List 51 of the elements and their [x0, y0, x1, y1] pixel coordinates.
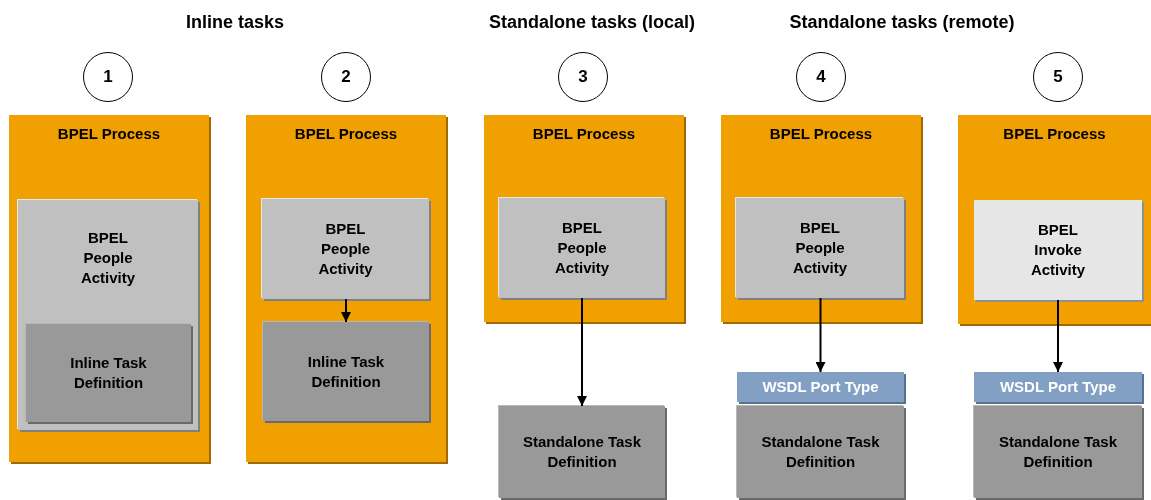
step-number-circle — [321, 52, 371, 102]
section-heading: Standalone tasks (remote) — [789, 12, 1015, 33]
task-definition-box — [974, 406, 1142, 498]
task-definition-box — [737, 406, 904, 498]
process-container — [484, 115, 684, 322]
section-heading: Inline tasks — [186, 12, 284, 33]
box-label: Standalone Task Definition — [997, 432, 1119, 472]
step-number: 1 — [103, 67, 113, 87]
port-type-bar — [974, 372, 1142, 402]
box-label: Standalone Task Definition — [521, 432, 643, 472]
box-label: Inline Task Definition — [306, 351, 386, 392]
task-definition-box — [499, 406, 665, 498]
activity-box — [262, 199, 429, 299]
step-number: 3 — [578, 67, 588, 87]
task-definition-box — [26, 324, 191, 422]
step-number-circle — [796, 52, 846, 102]
container-title: BPEL Process — [532, 124, 636, 144]
step-number-circle — [83, 52, 133, 102]
container-title: BPEL Process — [769, 124, 873, 144]
step-number: 2 — [341, 67, 351, 87]
activity-box — [18, 200, 198, 430]
box-label: Standalone Task Definition — [760, 432, 881, 472]
step-number: 5 — [1053, 67, 1063, 87]
container-title: BPEL Process — [1003, 124, 1106, 144]
process-container — [958, 115, 1151, 324]
arrow — [815, 297, 826, 373]
section-heading: Standalone tasks (local) — [488, 12, 696, 33]
step-number-circle — [558, 52, 608, 102]
arrow — [1053, 299, 1063, 373]
arrow — [341, 298, 351, 323]
process-container — [721, 115, 921, 322]
port-type-bar — [737, 372, 904, 402]
container-title: BPEL Process — [294, 124, 398, 144]
task-definition-box — [263, 322, 429, 421]
box-label: BPEL People Activity — [791, 218, 849, 278]
process-container — [246, 115, 446, 462]
box-label: BPEL People Activity — [553, 218, 611, 278]
box-label: Inline Task Definition — [69, 353, 148, 393]
activity-box — [974, 200, 1142, 300]
box-label: BPEL People Activity — [79, 228, 137, 288]
box-label: WSDL Port Type — [762, 377, 879, 397]
box-label: BPEL People Activity — [317, 219, 374, 279]
step-number: 4 — [816, 67, 826, 87]
activity-box — [499, 198, 665, 298]
activity-box — [736, 198, 904, 298]
process-container — [9, 115, 209, 462]
container-title: BPEL Process — [57, 124, 161, 144]
step-number-circle — [1033, 52, 1083, 102]
box-label: BPEL Invoke Activity — [1029, 220, 1087, 280]
box-label: WSDL Port Type — [999, 377, 1117, 397]
arrow — [577, 297, 587, 407]
